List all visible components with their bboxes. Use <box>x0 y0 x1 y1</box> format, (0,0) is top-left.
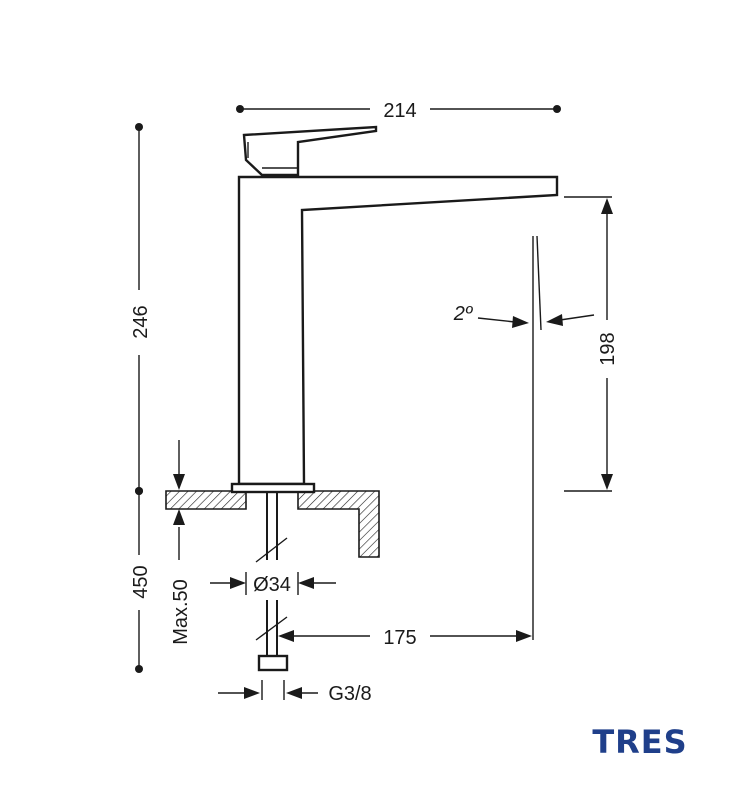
spout-height-dimension: 198 <box>564 196 619 492</box>
brand-logo-text: TRES <box>592 723 687 761</box>
hole-diameter-label: Ø34 <box>253 574 291 596</box>
height-dimension: 246 <box>130 123 152 495</box>
hole-diameter-dimension: Ø34 <box>210 574 336 596</box>
height-label: 246 <box>130 305 152 338</box>
width-label: 214 <box>383 100 416 122</box>
faucet-lever <box>242 125 378 177</box>
angle-dimension: 2º <box>453 303 595 328</box>
faucet-body <box>230 175 559 494</box>
supply-shaft <box>245 492 299 672</box>
mount-depth-dimension: 450 <box>130 487 152 673</box>
water-stream <box>532 235 542 640</box>
thread-label: G3/8 <box>328 683 371 705</box>
mount-depth-label: 450 <box>130 565 152 598</box>
spout-reach-dimension: 175 <box>278 627 532 649</box>
countertop <box>165 490 380 558</box>
max-thickness-dimension: Max.50 <box>170 440 192 645</box>
spout-reach-label: 175 <box>383 627 416 649</box>
brand-logo: TRES <box>592 723 687 761</box>
thread-dimension: G3/8 <box>218 680 372 705</box>
max-thickness-label: Max.50 <box>170 579 192 645</box>
angle-label: 2º <box>453 303 474 325</box>
spout-height-label: 198 <box>597 332 619 365</box>
width-dimension: 214 <box>236 100 561 122</box>
